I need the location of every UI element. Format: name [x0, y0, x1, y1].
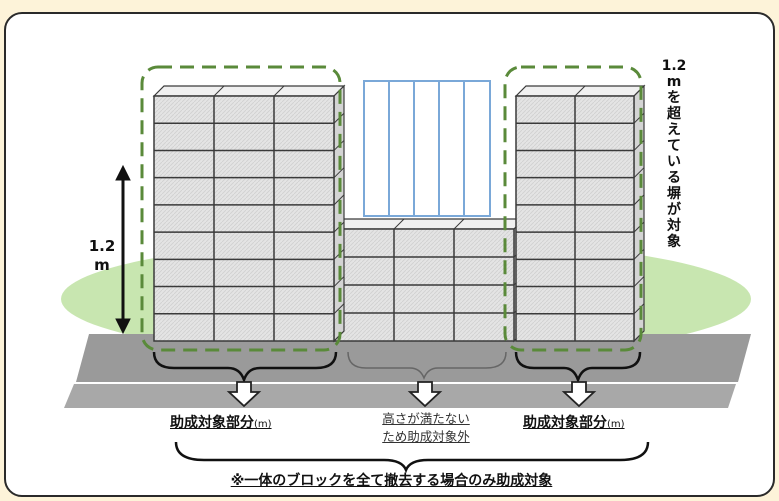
down-arrow-middle [407, 381, 443, 408]
brace-left [152, 351, 338, 384]
road-lower [64, 384, 736, 408]
brace-middle [347, 351, 507, 381]
tall-block-wall-left [152, 84, 346, 343]
target-outline-left [140, 65, 342, 352]
metal-fence [363, 80, 491, 217]
wall-diagram [61, 65, 751, 474]
low-block-wall [332, 217, 526, 343]
brace-bottom [174, 441, 650, 474]
road-upper [76, 334, 751, 382]
tall-block-wall-right [514, 84, 646, 343]
down-arrow-left [226, 381, 262, 408]
bottom-condition-note: ※一体のブロックを全て撤去する場合のみ助成対象 [230, 473, 553, 489]
target-condition-note: 1.2mを超えている塀が対象 [661, 58, 687, 250]
label-not-eligible: 高さが満たない ため助成対象外 [382, 411, 470, 444]
label-subsidy-part-left: 助成対象部分(m) [170, 415, 272, 431]
height-arrow [115, 164, 131, 335]
target-outline-right [503, 65, 643, 352]
height-label: 1.2 m [88, 237, 116, 274]
down-arrow-right [561, 381, 597, 408]
label-subsidy-part-right: 助成対象部分(m) [523, 415, 625, 431]
brace-right [514, 351, 642, 384]
diagram-frame: 1.2 m 1.2mを超えている塀が対象 助成対象部分(m) 高さが満たない た… [4, 12, 775, 497]
